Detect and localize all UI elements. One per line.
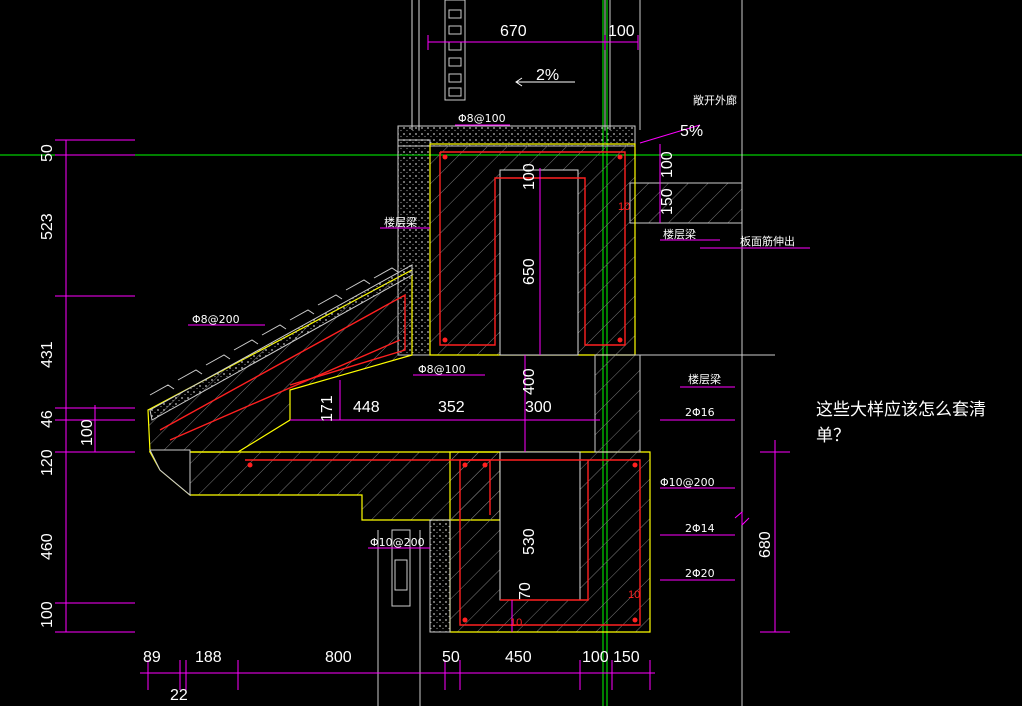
dim-bottom-100: 100 bbox=[582, 649, 609, 666]
dim-448: 448 bbox=[353, 399, 380, 416]
dim-bottom-450: 450 bbox=[505, 649, 532, 666]
tile-layer bbox=[149, 264, 413, 421]
dim-150: 150 bbox=[659, 188, 676, 215]
dim-left-100b: 100 bbox=[79, 419, 96, 446]
roof-tiles bbox=[149, 267, 399, 396]
dim-right-680: 680 bbox=[757, 531, 774, 558]
dim-10c: 10 bbox=[628, 589, 640, 601]
dim-70: 70 bbox=[517, 582, 534, 600]
canopy-slab bbox=[148, 451, 501, 521]
dim-bottom-188: 188 bbox=[195, 649, 222, 666]
lower-void bbox=[499, 451, 581, 601]
dim-left-100: 100 bbox=[39, 601, 56, 628]
rebar-dots bbox=[247, 154, 638, 623]
dim-left-460: 460 bbox=[39, 533, 56, 560]
window-frame-bottom bbox=[377, 529, 421, 706]
dim-100a: 100 bbox=[659, 151, 676, 178]
window-frame-top bbox=[444, 0, 611, 130]
dim-left-523: 523 bbox=[39, 213, 56, 240]
dim-10a: 10 bbox=[618, 201, 630, 213]
dim-352: 352 bbox=[438, 399, 465, 416]
dim-bottom-150: 150 bbox=[613, 649, 640, 666]
rebar-roof-label: Φ8@200 bbox=[192, 313, 240, 326]
dim-left-50: 50 bbox=[39, 144, 56, 162]
annotation-text: Φ8@100 Φ8@200 Φ8@100 Φ10@200 Φ10@200 2Φ1… bbox=[192, 93, 795, 580]
rebars bbox=[159, 151, 641, 626]
dim-530: 530 bbox=[521, 528, 538, 555]
rebar-mid-label: Φ8@100 bbox=[418, 363, 466, 376]
question-text: 这些大样应该怎么套清单？ bbox=[816, 400, 986, 446]
dim-left-120: 120 bbox=[39, 449, 56, 476]
dim-left-431: 431 bbox=[39, 341, 56, 368]
corridor-label: 敞开外廊 bbox=[693, 93, 737, 107]
slope-arrow bbox=[515, 77, 575, 87]
dim-300: 300 bbox=[525, 399, 552, 416]
floor-beam-right-label: 楼层梁 bbox=[663, 227, 696, 241]
dimension-lines bbox=[55, 35, 810, 690]
dim-left-46: 46 bbox=[39, 410, 56, 428]
rebar-2phi20-label: 2Φ20 bbox=[685, 567, 715, 580]
screed bbox=[397, 125, 636, 147]
floor-slab bbox=[629, 182, 743, 224]
dim-650: 650 bbox=[521, 258, 538, 285]
slope-right-label: 5% bbox=[680, 123, 703, 140]
slab-extend-label: 板面筋伸出 bbox=[740, 234, 795, 248]
rebar-right-label: Φ10@200 bbox=[660, 476, 715, 489]
dim-100b: 100 bbox=[521, 163, 538, 190]
rebar-top-label: Φ8@100 bbox=[458, 112, 506, 125]
dim-bottom-22: 22 bbox=[170, 687, 188, 704]
dim-400: 400 bbox=[521, 368, 538, 395]
dim-bottom-50: 50 bbox=[442, 649, 460, 666]
dim-171: 171 bbox=[319, 395, 336, 422]
dim-bottom-800: 800 bbox=[325, 649, 352, 666]
slope-label: 2% bbox=[536, 67, 559, 84]
upper-void bbox=[499, 169, 579, 356]
dim-10b: 10 bbox=[510, 617, 522, 629]
rebar-2phi16-label: 2Φ16 bbox=[685, 406, 715, 419]
rebar-2phi14-label: 2Φ14 bbox=[685, 522, 715, 535]
dim-bottom-89: 89 bbox=[143, 649, 161, 666]
floor-beam-lower-label: 楼层梁 bbox=[688, 372, 721, 386]
rebar-bottom-label: Φ10@200 bbox=[370, 536, 425, 549]
dim-top-670: 670 bbox=[500, 23, 527, 40]
dimension-text: 670 100 89 188 800 50 450 100 150 22 50 … bbox=[39, 23, 774, 704]
dim-top-100: 100 bbox=[608, 23, 635, 40]
floor-beam-left-label: 楼层梁 bbox=[384, 215, 417, 229]
